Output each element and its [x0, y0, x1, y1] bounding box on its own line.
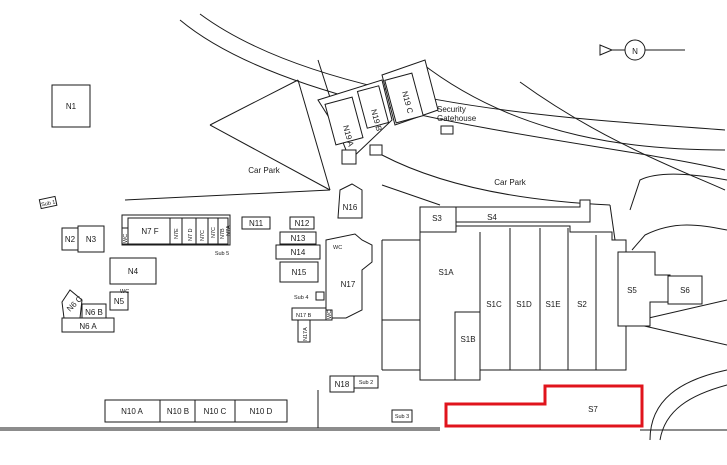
building-s7: S7	[444, 384, 644, 428]
label-sub1: Sub 1	[41, 200, 56, 209]
building-n13	[279, 231, 317, 245]
label-n14: N14	[291, 248, 306, 257]
building-n5	[109, 291, 129, 311]
label-n7d: N7 D	[188, 228, 194, 241]
car-park-east-label: Car Park	[494, 178, 527, 187]
building-n4	[109, 257, 157, 285]
label-wc-n7: WC	[123, 234, 129, 243]
label-s3: S3	[432, 214, 442, 223]
label-n16: N16	[343, 203, 358, 212]
building-n11	[241, 216, 271, 230]
label-sub5: Sub 5	[215, 251, 229, 257]
building-n17b: N17 B N17A WC	[291, 307, 333, 343]
substation-2	[353, 375, 379, 389]
label-n10d: N10 D	[250, 407, 273, 416]
building-n14	[275, 244, 321, 260]
security-gatehouse	[440, 125, 454, 135]
label-n10c: N10 C	[204, 407, 227, 416]
label-n17: N17	[341, 280, 356, 289]
label-n11: N11	[249, 219, 264, 228]
label-s4: S4	[487, 213, 497, 222]
label-n13: N13	[291, 234, 306, 243]
label-n7a: N7A	[226, 225, 232, 236]
building-n12	[289, 216, 315, 230]
label-n7c: N7C	[200, 230, 206, 241]
label-s1a: S1A	[438, 268, 454, 277]
label-n1: N1	[66, 102, 77, 111]
label-n7b: N7B	[220, 228, 226, 239]
substation-4	[315, 291, 325, 301]
label-n15: N15	[292, 268, 307, 277]
label-n7e: N7E	[174, 228, 180, 239]
label-s7: S7	[588, 405, 598, 414]
label-n2: N2	[65, 235, 76, 244]
building-s6	[667, 275, 703, 305]
label-wc-n17: WC	[333, 245, 342, 251]
label-sub4: Sub 4	[294, 295, 308, 301]
label-n10b: N10 B	[167, 407, 189, 416]
label-s6: S6	[680, 286, 690, 295]
car-park-west-label: Car Park	[248, 166, 281, 175]
label-s2: S2	[577, 300, 587, 309]
label-s1d: S1D	[516, 300, 532, 309]
label-n17a: N17A	[303, 327, 309, 341]
north-label: N	[632, 47, 638, 56]
building-n10: N10 A N10 B N10 C N10 D	[104, 399, 288, 423]
label-n6b: N6 B	[85, 308, 103, 317]
label-wc-n5: WC	[120, 289, 129, 295]
label-wc-n17b: WC	[327, 310, 333, 319]
building-n19: N19 A N19 B N19 C	[317, 59, 439, 165]
label-n7f: N7 F	[141, 227, 158, 236]
label-s1b: S1B	[460, 335, 475, 344]
security-label-line1: Security	[437, 105, 466, 114]
label-sub2: Sub 2	[359, 380, 373, 386]
building-n7: N7 F N7E N7 D N7C N7C N7B WC	[121, 214, 231, 246]
label-n4: N4	[128, 267, 139, 276]
label-n7c-2: N7C	[211, 227, 217, 238]
substation-3	[391, 409, 413, 423]
security-label-line2: Gatehouse	[437, 114, 477, 123]
building-n17: N17 WC	[325, 233, 373, 319]
building-s1: S1A S1B S1C S1D S1E S2	[419, 225, 627, 381]
label-n3: N3	[86, 235, 97, 244]
building-s3	[419, 206, 457, 233]
label-n18: N18	[335, 380, 350, 389]
s7-highlight-outline	[444, 384, 644, 428]
label-sub3: Sub 3	[395, 414, 409, 420]
building-n1	[51, 84, 91, 128]
label-s5: S5	[627, 286, 637, 295]
label-n12: N12	[295, 219, 310, 228]
building-n6: N6 C N6 B N6 A	[61, 289, 115, 333]
label-n5: N5	[114, 297, 125, 306]
label-n17b: N17 B	[296, 313, 312, 319]
building-n3	[77, 225, 105, 253]
label-s1e: S1E	[545, 300, 560, 309]
roads	[0, 13, 727, 441]
label-n10a: N10 A	[121, 407, 143, 416]
building-n16: N16	[337, 183, 363, 219]
north-arrow-icon: N	[599, 39, 685, 61]
building-n15	[279, 261, 319, 283]
label-s1c: S1C	[486, 300, 502, 309]
substation-1	[38, 195, 58, 210]
label-n6a: N6 A	[79, 322, 97, 331]
